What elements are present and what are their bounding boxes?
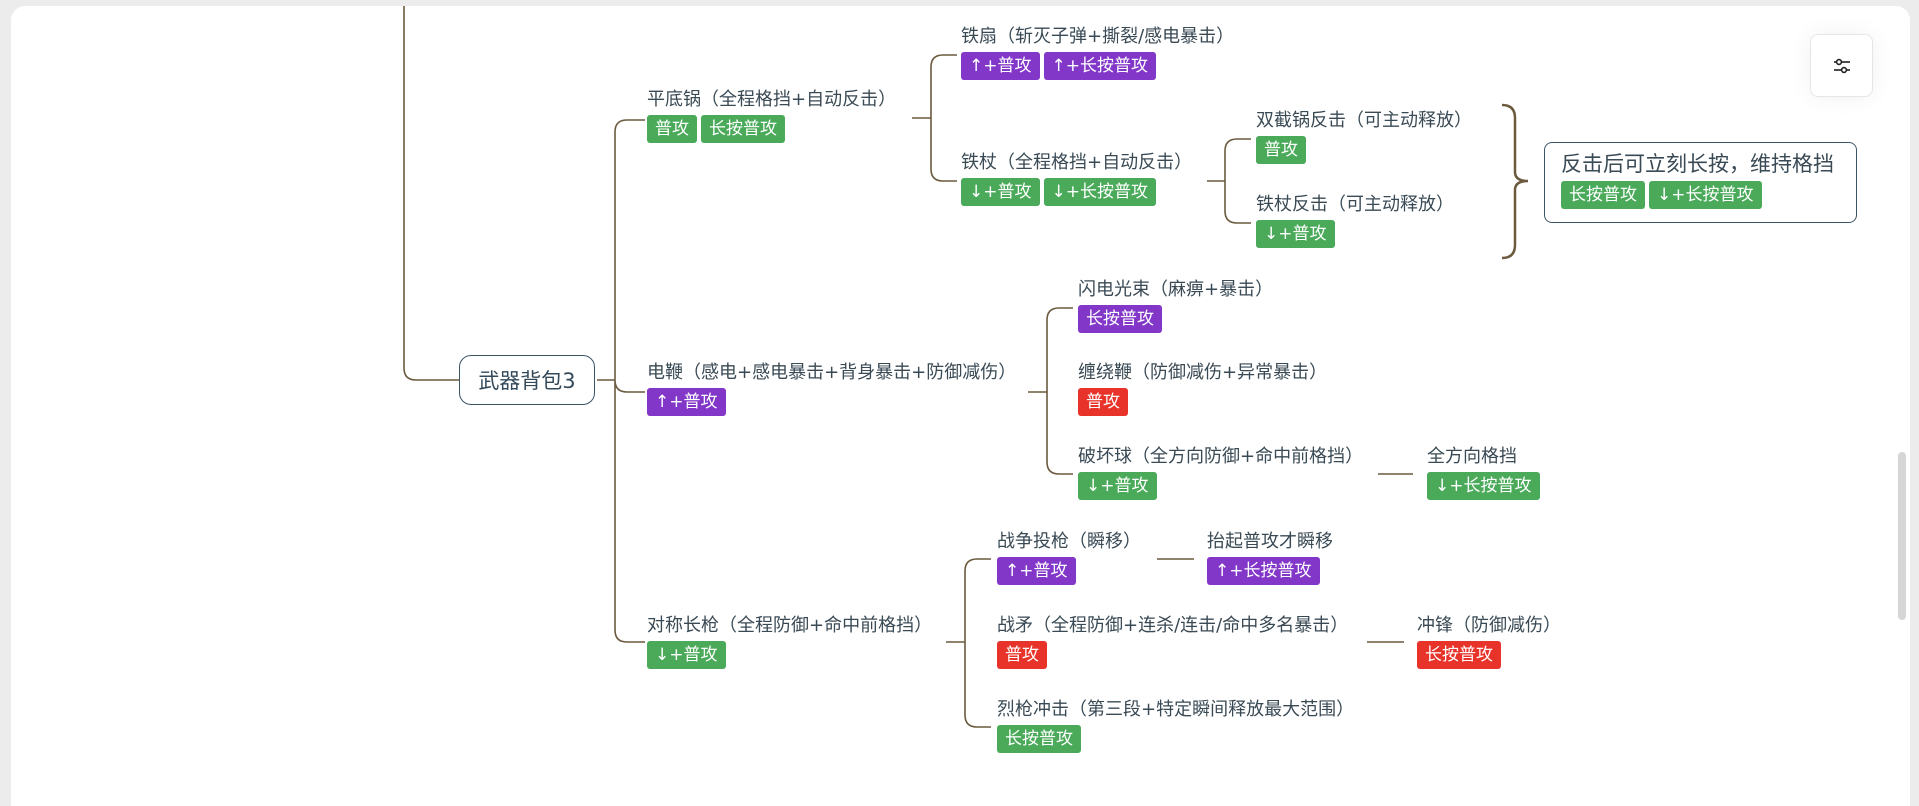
scrollbar-track[interactable]: [1910, 0, 1919, 789]
node-iron-staff[interactable]: 铁杖（全程格挡+自动反击） ↓+普攻 ↓+长按普攻: [961, 152, 1192, 206]
node-staff-counter[interactable]: 铁杖反击（可主动释放） ↓+普攻: [1256, 194, 1454, 248]
node-lift-teleport[interactable]: 抬起普攻才瞬移 ↑+长按普攻: [1207, 531, 1333, 585]
node-title: 电鞭（感电+感电暴击+背身暴击+防御减伤）: [647, 362, 1017, 383]
badge: ↓+普攻: [1078, 472, 1157, 500]
badge: 长按普攻: [701, 115, 785, 143]
badge: 长按普攻: [1078, 305, 1162, 333]
badge: 长按普攻: [1561, 181, 1645, 209]
mindmap-canvas[interactable]: [11, 6, 1910, 806]
badge: ↑+长按普攻: [1043, 52, 1156, 80]
node-omni-block[interactable]: 全方向格挡 ↓+长按普攻: [1427, 446, 1540, 500]
node-title: 冲锋（防御减伤）: [1417, 615, 1561, 636]
node-war-javelin[interactable]: 战争投枪（瞬移） ↑+普攻: [997, 531, 1141, 585]
badge: 长按普攻: [997, 725, 1081, 753]
node-lightning-beam[interactable]: 闪电光束（麻痹+暴击） 长按普攻: [1078, 279, 1273, 333]
node-charge[interactable]: 冲锋（防御减伤） 长按普攻: [1417, 615, 1561, 669]
badge: 长按普攻: [1417, 641, 1501, 669]
node-title: 烈枪冲击（第三段+特定瞬间释放最大范围）: [997, 699, 1355, 720]
badge: ↓+长按普攻: [1649, 181, 1762, 209]
node-title: 抬起普攻才瞬移: [1207, 531, 1333, 552]
node-title: 闪电光束（麻痹+暴击）: [1078, 279, 1274, 300]
node-title: 破坏球（全方向防御+命中前格挡）: [1078, 446, 1364, 467]
scrollbar-thumb[interactable]: [1898, 452, 1906, 620]
node-flat-pan[interactable]: 平底锅（全程格挡+自动反击） 普攻 长按普攻: [647, 89, 896, 143]
badge: ↓+长按普攻: [1427, 472, 1540, 500]
summary-node[interactable]: 反击后可立刻长按，维持格挡 长按普攻 ↓+长按普攻: [1544, 142, 1857, 223]
settings-button[interactable]: [1810, 34, 1873, 97]
badge: ↑+普攻: [997, 557, 1076, 585]
badge: ↓+普攻: [961, 178, 1040, 206]
badge: ↓+长按普攻: [1043, 178, 1156, 206]
sliders-icon: [1833, 58, 1850, 73]
node-title: 缠绕鞭（防御减伤+异常暴击）: [1078, 362, 1328, 383]
node-blazing-lance-strike[interactable]: 烈枪冲击（第三段+特定瞬间释放最大范围） 长按普攻: [997, 699, 1354, 753]
node-iron-fan[interactable]: 铁扇（斩灭子弹+撕裂/感电暴击） ↑+普攻 ↑+长按普攻: [961, 26, 1234, 80]
node-title: 平底锅（全程格挡+自动反击）: [647, 89, 897, 110]
summary-title: 反击后可立刻长按，维持格挡: [1561, 152, 1834, 176]
node-title: 铁扇（斩灭子弹+撕裂/感电暴击）: [961, 26, 1235, 47]
node-electric-whip[interactable]: 电鞭（感电+感电暴击+背身暴击+防御减伤） ↑+普攻: [647, 362, 1016, 416]
node-title: 战矛（全程防御+连杀/连击/命中多名暴击）: [997, 615, 1349, 636]
badge: ↓+普攻: [1256, 220, 1335, 248]
badge: ↑+普攻: [647, 388, 726, 416]
badge: 普攻: [1078, 388, 1128, 416]
node-entangle-whip[interactable]: 缠绕鞭（防御减伤+异常暴击） 普攻: [1078, 362, 1327, 416]
node-war-spear[interactable]: 战矛（全程防御+连杀/连击/命中多名暴击） 普攻: [997, 615, 1348, 669]
node-wrecking-ball[interactable]: 破坏球（全方向防御+命中前格挡） ↓+普攻: [1078, 446, 1363, 500]
badge: ↑+普攻: [961, 52, 1040, 80]
node-title: 对称长枪（全程防御+命中前格挡）: [647, 615, 933, 636]
badge: 普攻: [647, 115, 697, 143]
root-node[interactable]: 武器背包3: [459, 355, 595, 405]
node-title: 铁杖反击（可主动释放）: [1256, 194, 1454, 215]
node-title: 全方向格挡: [1427, 446, 1517, 467]
node-double-pan-counter[interactable]: 双截锅反击（可主动释放） 普攻: [1256, 110, 1472, 164]
badge: 普攻: [1256, 136, 1306, 164]
node-title: 铁杖（全程格挡+自动反击）: [961, 152, 1193, 173]
node-symmetric-lance[interactable]: 对称长枪（全程防御+命中前格挡） ↓+普攻: [647, 615, 932, 669]
node-title: 双截锅反击（可主动释放）: [1256, 110, 1472, 131]
root-label: 武器背包3: [478, 369, 576, 393]
badge: 普攻: [997, 641, 1047, 669]
badge: ↓+普攻: [647, 641, 726, 669]
node-title: 战争投枪（瞬移）: [997, 531, 1141, 552]
badge: ↑+长按普攻: [1207, 557, 1320, 585]
